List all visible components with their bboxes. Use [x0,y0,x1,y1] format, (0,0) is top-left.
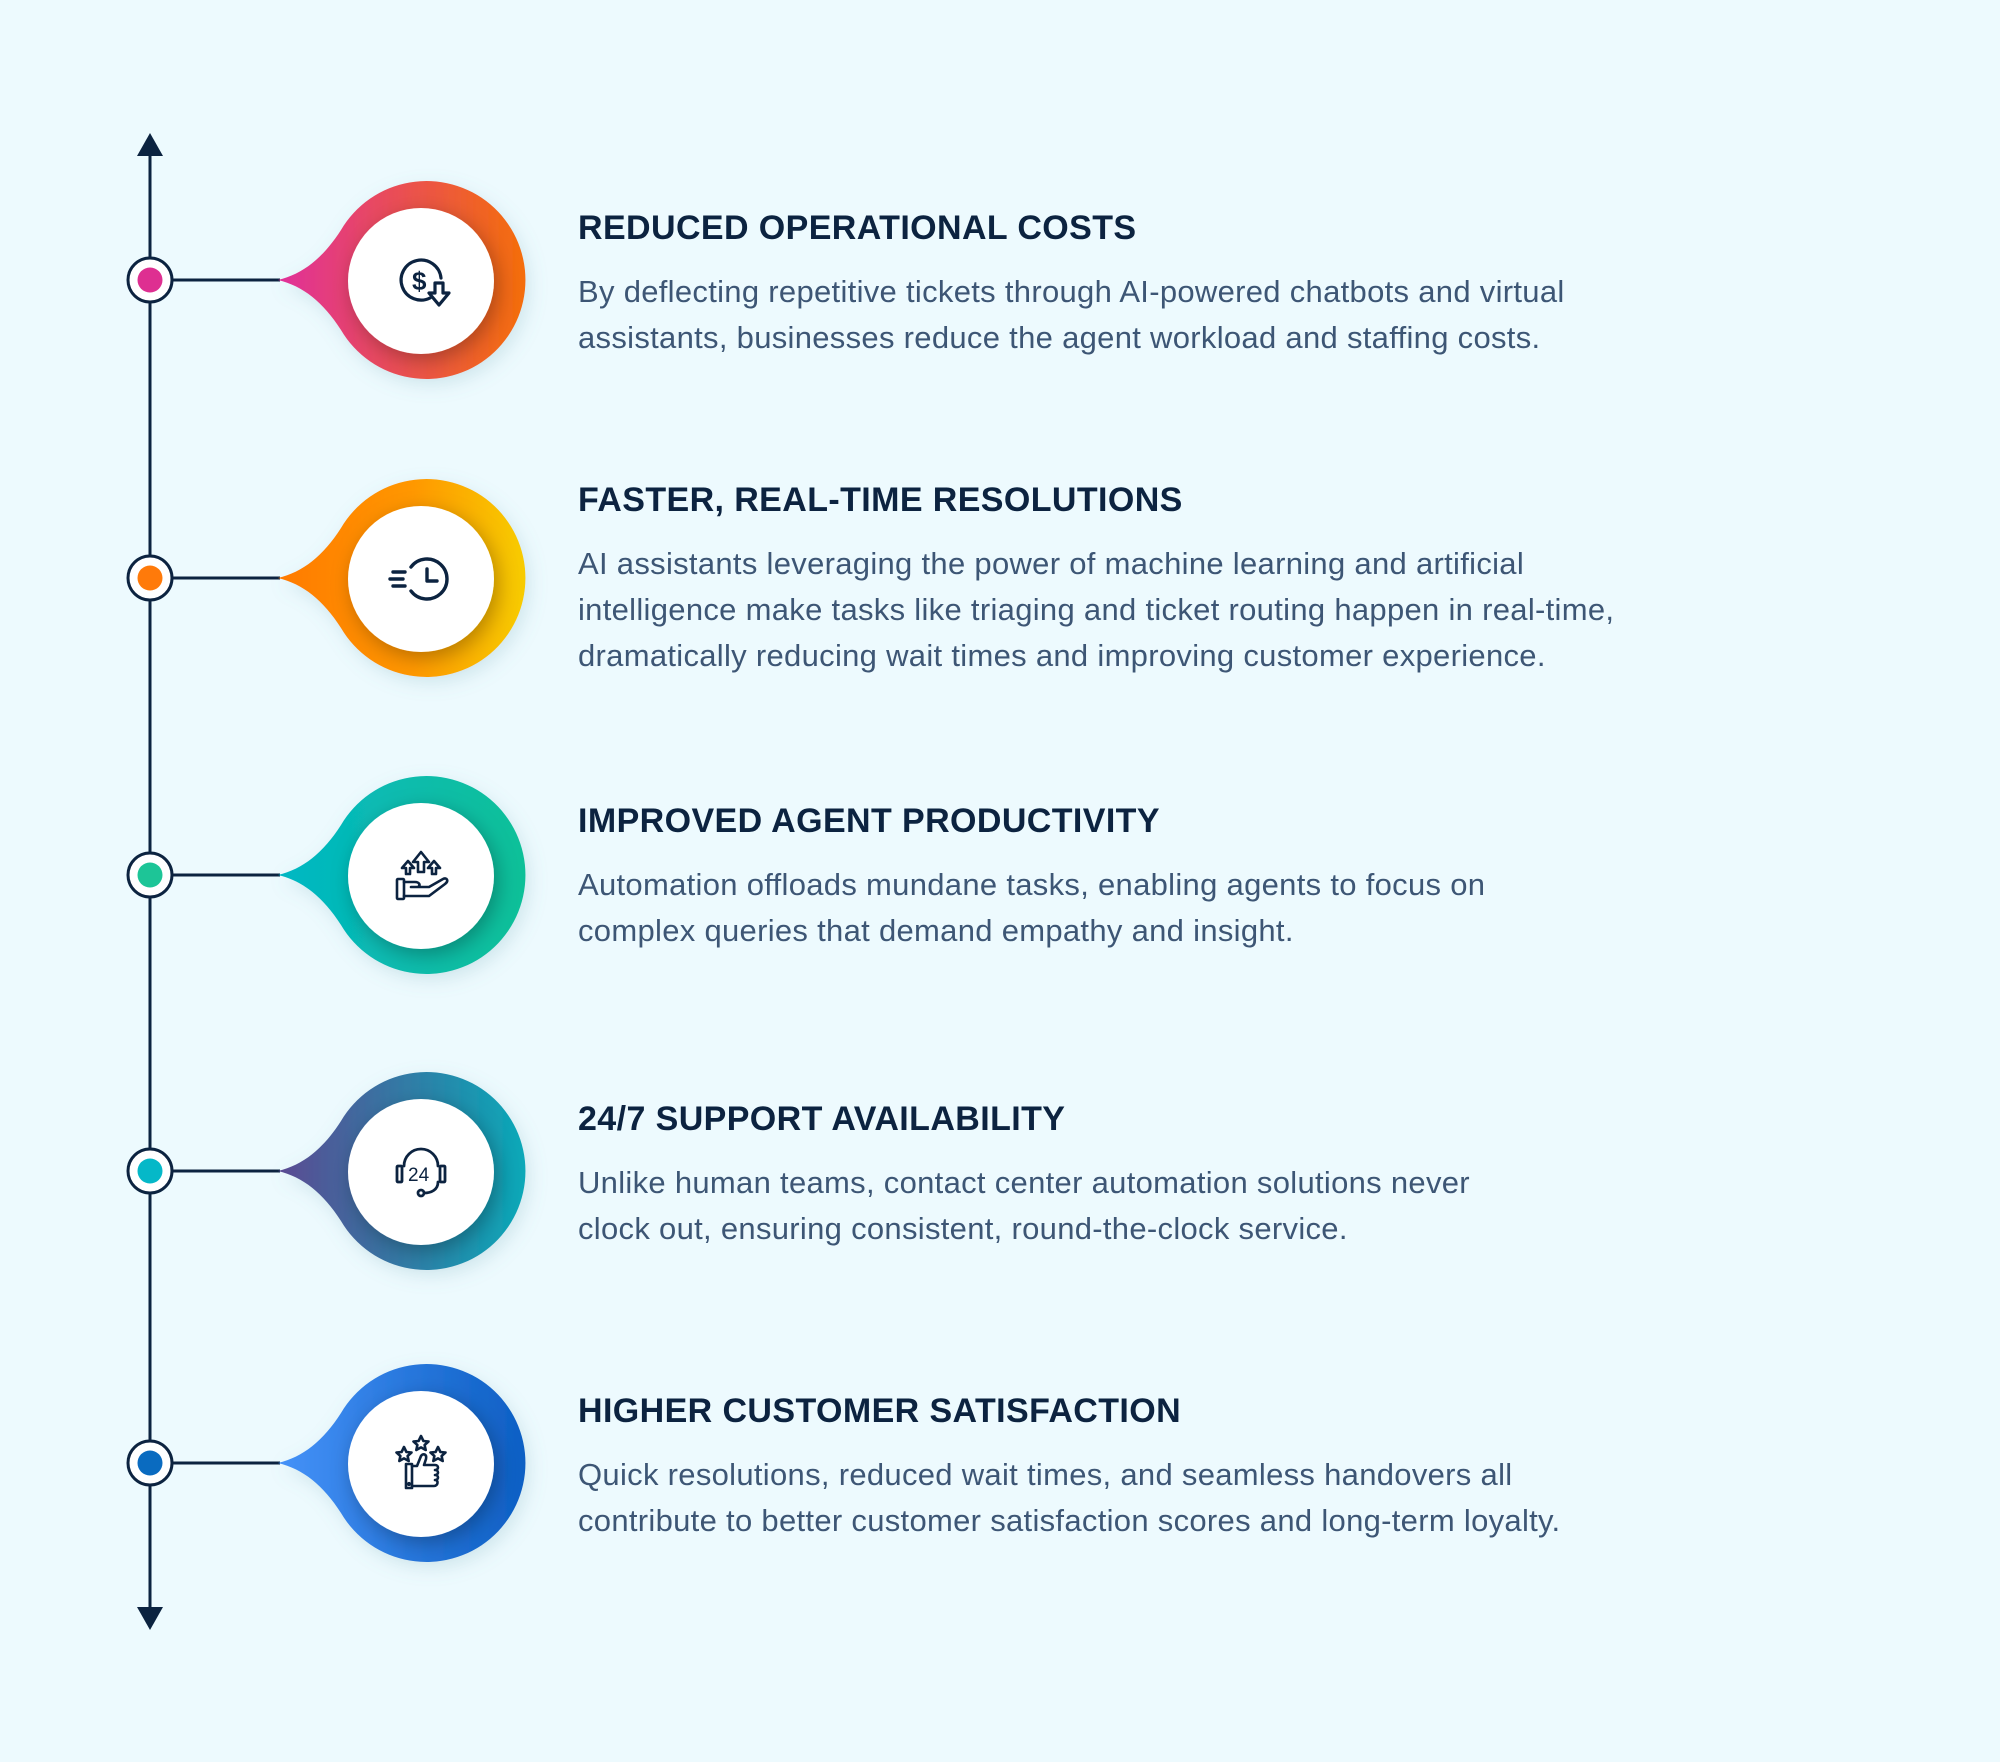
svg-text:$: $ [412,266,427,296]
marker-dot [137,862,163,888]
arrow-up-icon [137,133,163,156]
icon-disc [348,803,494,949]
description-line: By deflecting repetitive tickets through… [578,274,1565,309]
marker-dot [137,1158,163,1184]
marker-dot [137,565,163,591]
hand-growth-arrows-icon [395,850,449,901]
marker-dot [137,267,163,293]
timeline-node-5 [126,1364,526,1562]
description-line: clock out, ensuring consistent, round-th… [578,1211,1348,1246]
item-description: Automation offloads mundane tasks, enabl… [578,862,1898,954]
description-line: dramatically reducing wait times and imp… [578,638,1546,673]
description-line: contribute to better customer satisfacti… [578,1503,1561,1538]
timeline-item-5: HIGHER CUSTOMER SATISFACTION Quick resol… [578,1391,1898,1544]
item-title: REDUCED OPERATIONAL COSTS [578,209,1137,247]
description-line: Unlike human teams, contact center autom… [578,1165,1470,1200]
arrow-down-icon [137,1607,163,1630]
item-description: AI assistants leveraging the power of ma… [578,541,1898,679]
dollar-cost-down-icon: $ [399,258,451,307]
description-line: intelligence make tasks like triaging an… [578,592,1615,627]
description-line: Automation offloads mundane tasks, enabl… [578,867,1486,902]
description-line: complex queries that demand empathy and … [578,913,1294,948]
svg-text:24: 24 [408,1165,430,1186]
timeline-item-2: FASTER, REAL-TIME RESOLUTIONS AI assista… [578,480,1898,679]
thumbs-up-stars-icon [395,1434,447,1490]
description-line: AI assistants leveraging the power of ma… [578,546,1525,581]
item-title: HIGHER CUSTOMER SATISFACTION [578,1392,1182,1430]
item-title: 24/7 SUPPORT AVAILABILITY [578,1100,1066,1138]
timeline-node-3 [126,776,526,974]
item-title: FASTER, REAL-TIME RESOLUTIONS [578,481,1183,519]
description-line: assistants, businesses reduce the agent … [578,320,1541,355]
fast-clock-icon [388,557,449,601]
timeline-node-1: $ [126,181,526,379]
item-title: IMPROVED AGENT PRODUCTIVITY [578,802,1160,840]
item-description: By deflecting repetitive tickets through… [578,269,1898,361]
description-line: Quick resolutions, reduced wait times, a… [578,1457,1513,1492]
timeline-item-1: REDUCED OPERATIONAL COSTS By deflecting … [578,208,1898,361]
marker-dot [137,1450,163,1476]
timeline-item-4: 24/7 SUPPORT AVAILABILITY Unlike human t… [578,1099,1898,1252]
headset-24-icon: 24 [395,1147,447,1198]
timeline-node-2 [126,479,526,677]
item-description: Unlike human teams, contact center autom… [578,1160,1898,1252]
item-description: Quick resolutions, reduced wait times, a… [578,1452,1898,1544]
timeline-item-3: IMPROVED AGENT PRODUCTIVITY Automation o… [578,801,1898,954]
icon-disc [348,1099,494,1245]
icon-disc [348,1391,494,1537]
icon-disc [348,208,494,354]
timeline-node-4: 24 [126,1072,526,1270]
icon-disc [348,506,494,652]
